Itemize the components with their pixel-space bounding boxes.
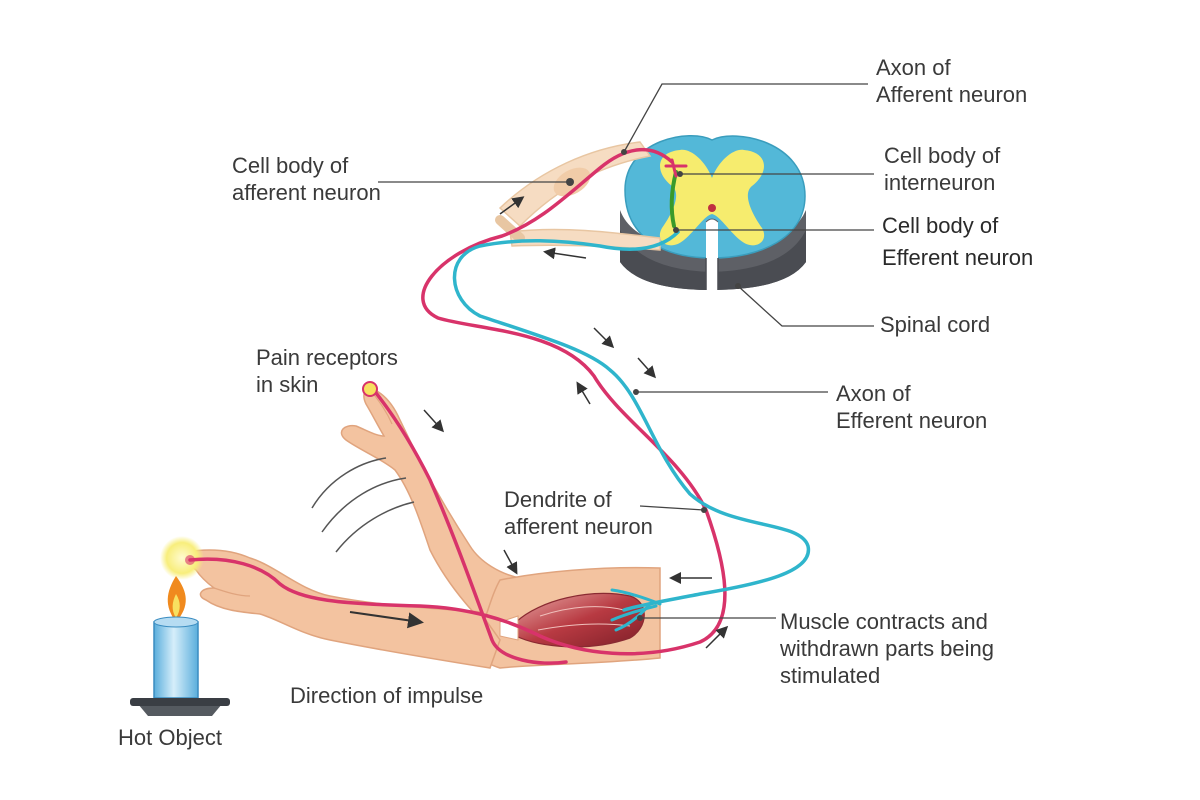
label-direction-of-impulse: Direction of impulse	[290, 683, 484, 708]
pain-receptor-dot	[362, 381, 378, 397]
label-axon-afferent: Axon of Afferent neuron	[876, 55, 1028, 107]
label-dendrite-afferent: Dendrite of afferent neuron	[504, 487, 653, 539]
hot-object-candle	[130, 536, 230, 716]
impulse-direction-arrow	[349, 611, 424, 629]
label-hot-object: Hot Object	[118, 725, 222, 750]
motion-lines	[311, 457, 415, 553]
label-muscle-contracts: Muscle contracts and withdrawn parts bei…	[780, 609, 995, 688]
leader-dots	[566, 149, 741, 621]
arm	[185, 387, 661, 669]
label-cell-body-efferent: Cell body of Efferent neuron	[882, 213, 1034, 270]
label-cell-body-interneuron: Cell body of interneuron	[884, 143, 1001, 195]
spinal-cord-cross-section	[620, 134, 806, 290]
label-spinal-cord: Spinal cord	[880, 312, 991, 337]
efferent-neuron-path	[452, 230, 811, 612]
label-cell-body-afferent: Cell body of afferent neuron	[232, 153, 381, 205]
efferent-endings	[610, 588, 662, 632]
label-axon-efferent: Axon of Efferent neuron	[836, 381, 988, 433]
leader-lines	[378, 83, 874, 619]
label-pain-receptors: Pain receptors in skin	[256, 345, 398, 397]
impulse-direction-arrows	[423, 196, 729, 649]
